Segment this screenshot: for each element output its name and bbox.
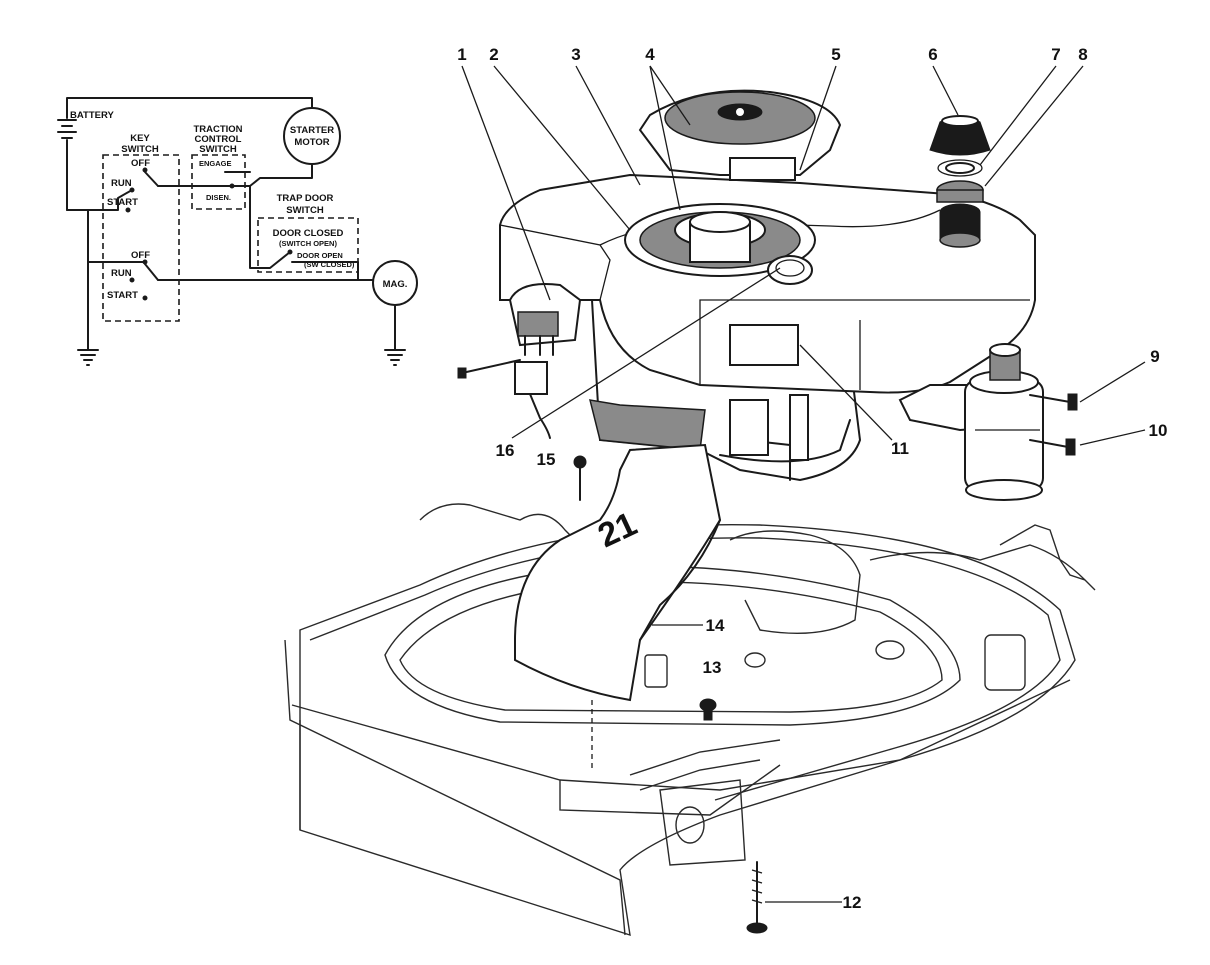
traction-label-2: CONTROL xyxy=(195,134,242,145)
key-off-label-2: OFF xyxy=(131,250,150,261)
leader-lines xyxy=(461,65,1146,903)
switch-bracket xyxy=(457,283,582,439)
callout-6: 6 xyxy=(928,45,937,64)
starter-motor-label-1: STARTER xyxy=(290,125,334,136)
callout-15: 15 xyxy=(537,450,556,469)
battery-symbol xyxy=(57,104,77,211)
callout-16: 16 xyxy=(496,441,515,460)
callout-3: 3 xyxy=(571,45,580,64)
starter-motor-label-2: MOTOR xyxy=(294,137,329,148)
bolt-12 xyxy=(746,861,768,934)
callout-8: 8 xyxy=(1078,45,1087,64)
callout-4: 4 xyxy=(645,45,655,64)
engage-label: ENGAGE xyxy=(199,159,232,168)
key-run-label-2: RUN xyxy=(111,268,132,279)
key-start-label-1: START xyxy=(107,197,138,208)
callout-10: 10 xyxy=(1149,421,1168,440)
switch-open-label: (SWITCH OPEN) xyxy=(279,239,337,248)
key-switch-box xyxy=(102,154,180,322)
traction-switch-box xyxy=(191,154,246,210)
starter-motor-symbol xyxy=(283,107,341,165)
callout-12: 12 xyxy=(843,893,862,912)
label-plate xyxy=(729,324,799,366)
traction-label-3: SWITCH xyxy=(199,144,237,155)
key-run-label-1: RUN xyxy=(111,178,132,189)
screw-10 xyxy=(1029,438,1076,456)
callout-9: 9 xyxy=(1150,347,1159,366)
wiring-diagram: BATTERY STARTER MOTOR KEY SWITCH OFF RUN… xyxy=(57,97,418,366)
callout-numbers: 1 2 3 4 5 6 7 8 9 10 11 12 13 14 15 16 xyxy=(457,45,1167,912)
disen-label: DISEN. xyxy=(206,193,231,202)
blower-housing xyxy=(638,89,842,181)
traction-label-1: TRACTION xyxy=(193,124,242,135)
callout-7: 7 xyxy=(1051,45,1060,64)
door-closed-label: DOOR CLOSED xyxy=(273,228,344,239)
screw-15 xyxy=(573,455,587,501)
engine-assembly xyxy=(499,173,1036,482)
fuel-cap-assembly xyxy=(929,115,991,248)
sw-closed-label: (SW CLOSED) xyxy=(304,260,355,269)
callout-1: 1 xyxy=(457,45,466,64)
mag-label: MAG. xyxy=(383,279,408,290)
callout-13: 13 xyxy=(703,658,722,677)
screw-9 xyxy=(1029,393,1078,411)
key-off-label-1: OFF xyxy=(131,158,150,169)
callout-2: 2 xyxy=(489,45,498,64)
door-open-label: DOOR OPEN xyxy=(297,251,343,260)
callout-5: 5 xyxy=(831,45,840,64)
trap-door-label-1: TRAP DOOR xyxy=(277,193,334,204)
trap-door-label-2: SWITCH xyxy=(286,205,324,216)
key-switch-label-1: KEY xyxy=(130,133,150,144)
key-start-label-2: START xyxy=(107,290,138,301)
trap-door-switch-box xyxy=(257,217,359,273)
key-switch-label-2: SWITCH xyxy=(121,144,159,155)
battery-label: BATTERY xyxy=(70,110,114,121)
screw-13 xyxy=(699,698,717,721)
callout-14: 14 xyxy=(706,616,725,635)
starter-motor xyxy=(898,343,1044,501)
callout-11: 11 xyxy=(891,439,909,458)
discharge-chute: 21 xyxy=(514,443,722,702)
